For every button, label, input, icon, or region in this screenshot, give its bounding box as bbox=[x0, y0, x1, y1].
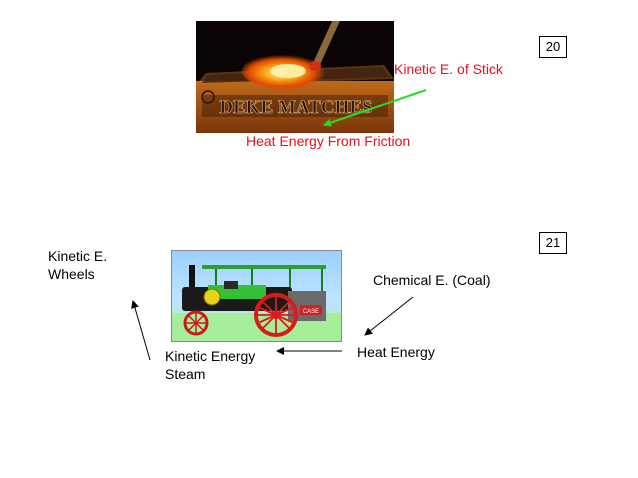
engine-plate-text: CASE bbox=[303, 309, 319, 315]
label-chemical-coal: Chemical E. (Coal) bbox=[373, 272, 491, 288]
arrow-steam-to-wheels bbox=[131, 300, 151, 361]
label-kinetic-wheels-1: Kinetic E. bbox=[48, 248, 108, 264]
match-photo-drawing: DEKE MATCHES bbox=[196, 21, 394, 133]
page-number-20: 20 bbox=[539, 36, 567, 58]
matchbox-text: DEKE MATCHES bbox=[219, 97, 372, 118]
label-kinetic-steam-2: Steam bbox=[165, 366, 206, 382]
steam-engine-image: CASE bbox=[171, 250, 342, 342]
label-heat-energy: Heat Energy bbox=[357, 344, 435, 360]
arrow-coal-to-heat bbox=[364, 296, 414, 336]
label-kinetic-wheels-2: Wheels bbox=[48, 266, 95, 282]
page-number-21: 21 bbox=[539, 232, 567, 254]
match-photo: DEKE MATCHES bbox=[196, 21, 394, 133]
label-kinetic-steam-1: Kinetic Energy bbox=[165, 348, 256, 364]
label-heat-friction: Heat Energy From Friction bbox=[246, 133, 411, 149]
label-kinetic-stick: Kinetic E. of Stick bbox=[394, 61, 503, 77]
steam-engine-drawing: CASE bbox=[172, 251, 341, 341]
